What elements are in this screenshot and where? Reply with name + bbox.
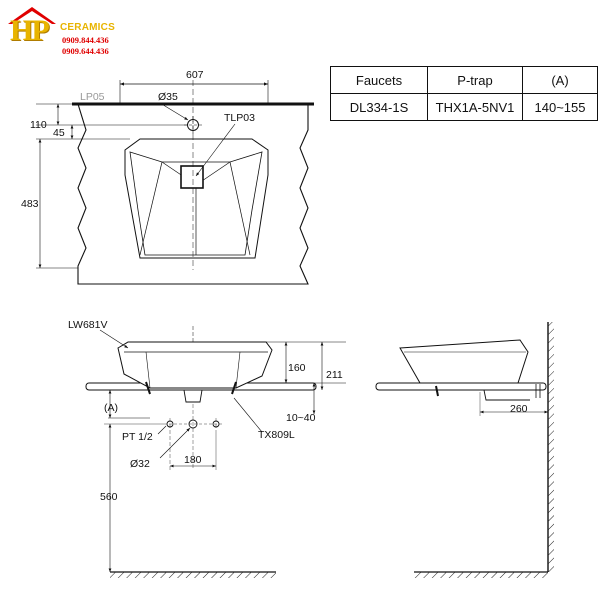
label-trap-tx809l: TX809L [258,429,295,441]
dim-width-607: 607 [186,69,204,81]
spec-table-header-row: Faucets P-trap (A) [330,66,598,94]
label-basin-lw681v: LW681V [68,319,108,331]
counter-outline [77,103,309,285]
label-pt-half: PT 1/2 [122,431,153,443]
spec-header-faucets: Faucets [330,66,428,94]
label-a: (A) [104,402,118,414]
front-basin [117,341,273,389]
side-view: 260 [375,322,554,578]
dim-483: 483 [21,198,39,210]
label-drain-tlp03: TLP03 [224,112,255,124]
dim-160: 160 [288,362,306,374]
spec-table: Faucets P-trap (A) DL334-1S THX1A-5NV1 1… [330,66,598,121]
spec-cell-a: 140~155 [522,93,598,121]
spec-header-a: (A) [522,66,598,94]
dim-10-40: 10~40 [286,412,316,424]
brand-logo: HP CERAMICS 0909.844.436 0909.644.436 [4,4,132,64]
side-basin [399,339,529,384]
label-pipe-diameter: Ø32 [130,458,150,470]
house-roof-icon [8,7,56,24]
side-counter-slab [375,382,547,391]
dim-180: 180 [184,454,202,466]
dim-260: 260 [510,403,528,415]
spec-header-ptrap: P-trap [427,66,523,94]
basin-inner [129,151,263,256]
drain-box [180,165,204,189]
logo-phone-1: 0909.844.436 [62,35,109,45]
dim-110: 110 [30,119,47,131]
dim-hole-diameter: Ø35 [158,91,178,103]
front-view: LW681V 160 211 10~40 TX809L (A) PT 1/2 Ø… [68,319,346,578]
top-view: 607 Ø35 TLP03 LP05 110 45 483 [21,69,314,285]
front-drain [183,389,203,403]
dim-45: 45 [53,127,65,139]
spec-cell-ptrap: THX1A-5NV1 [427,93,523,121]
logo-phone-2: 0909.644.436 [62,46,109,56]
logo-mark: HP [10,14,50,47]
basin-outer [124,138,269,259]
spec-cell-faucet: DL334-1S [330,93,428,121]
label-lp05: LP05 [80,91,105,103]
dim-211: 211 [326,369,343,381]
logo-brand: CERAMICS [60,22,115,33]
dim-560: 560 [100,491,118,503]
spec-table-row: DL334-1S THX1A-5NV1 140~155 [330,93,598,121]
